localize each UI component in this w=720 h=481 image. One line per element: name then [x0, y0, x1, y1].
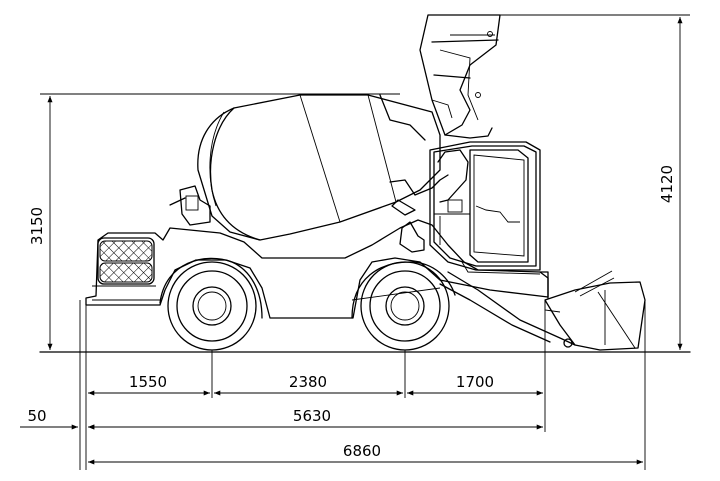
- dim-label-1700: 1700: [456, 373, 494, 391]
- upper-chute: [419, 14, 501, 139]
- front-wheel: [167, 261, 257, 351]
- grille-upper: [99, 240, 153, 262]
- dim-label-5630: 5630: [293, 407, 331, 425]
- dim-label-4120: 4120: [658, 165, 676, 203]
- grille-lower: [99, 262, 153, 283]
- cab: [429, 141, 541, 271]
- mixing-drum: [197, 94, 441, 241]
- truck: [39, 14, 691, 353]
- loading-bucket: [544, 281, 646, 351]
- dimensions: 3150 4120 1550 2380 1700 50 5630 6860: [20, 14, 690, 470]
- chassis-body: [85, 219, 549, 319]
- dim-label-3150: 3150: [28, 207, 46, 245]
- dim-label-2380: 2380: [289, 373, 327, 391]
- rear-wheel: [360, 261, 450, 351]
- dim-label-50: 50: [27, 407, 46, 425]
- dim-label-6860: 6860: [343, 442, 381, 460]
- dim-label-1550: 1550: [129, 373, 167, 391]
